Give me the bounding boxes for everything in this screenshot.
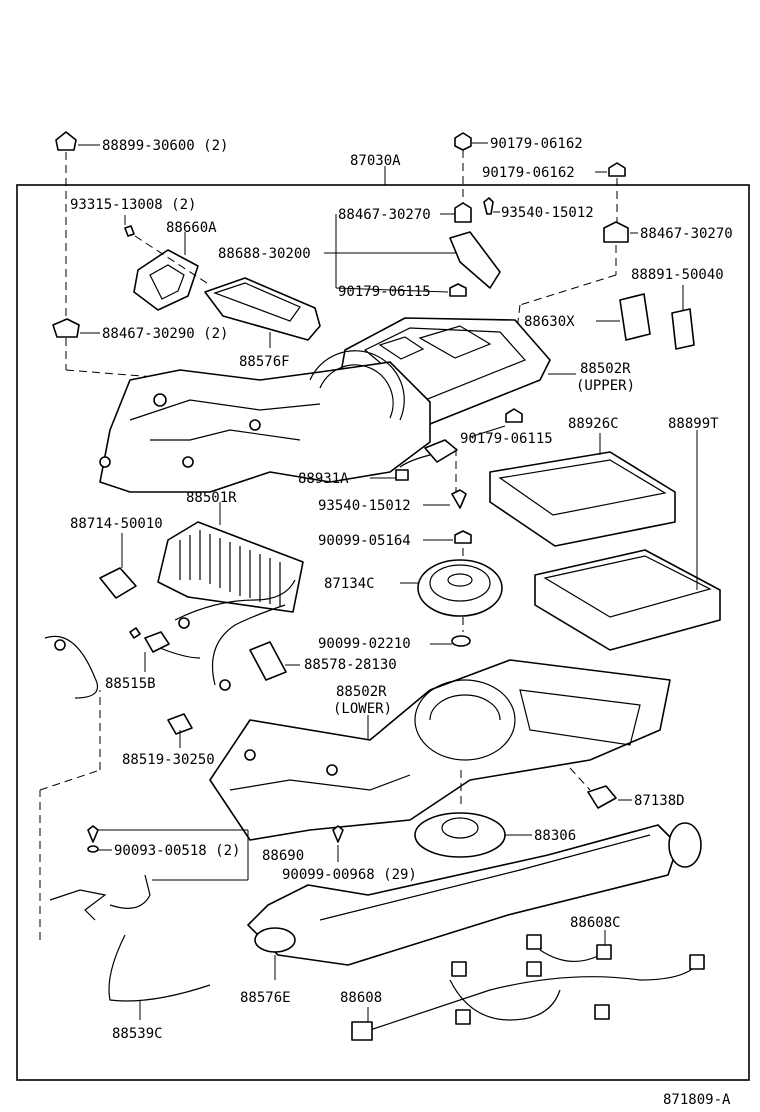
label-88502R-lower-note: (LOWER): [333, 701, 392, 717]
harness-88690-shape: [39, 690, 249, 940]
nut-90179-06115-b-shape: [469, 408, 523, 438]
label-88899T: 88899T: [668, 416, 719, 432]
label-87134C: 87134C: [324, 576, 375, 592]
duct-88576e-shape: [247, 822, 702, 980]
label-88502R-lower: 88502R: [336, 684, 387, 700]
label-figure-code: 871809-A: [663, 1092, 731, 1108]
label-88306: 88306: [534, 828, 576, 844]
label-88467-30270-a: 88467-30270: [338, 207, 431, 223]
label-88714-50010: 88714-50010: [70, 516, 163, 532]
motor-88306-shape: [414, 770, 532, 858]
label-88690: 88690: [262, 848, 304, 864]
seal-88714-shape: [99, 533, 137, 599]
label-88931A: 88931A: [298, 471, 349, 487]
label-88576F: 88576F: [239, 354, 290, 370]
pipe-assembly-shape: [44, 579, 296, 699]
upper-duct-body-shape: [99, 350, 431, 493]
label-88899-30600: 88899-30600 (2): [102, 138, 228, 154]
duct-88576f-shape: [204, 277, 321, 348]
label-88519-30250: 88519-30250: [122, 752, 215, 768]
assembly-frame: [16, 184, 750, 1081]
label-88578-28130: 88578-28130: [304, 657, 397, 673]
actuator-87138d-shape: [569, 767, 632, 809]
label-88502R-upper: 88502R: [580, 361, 631, 377]
label-93540-15012-b: 93540-15012: [318, 498, 411, 514]
lower-case-88502r-shape: [209, 659, 671, 841]
label-88502R-upper-note: (UPPER): [576, 378, 635, 394]
label-93540-15012-a: 93540-15012: [501, 205, 594, 221]
valve-88515b-shape: [129, 627, 201, 672]
label-90099-00968: 90099-00968 (29): [282, 867, 417, 883]
label-88539C: 88539C: [112, 1026, 163, 1042]
label-88608: 88608: [340, 990, 382, 1006]
sensor-88630x-shape: [596, 285, 695, 350]
label-90179-06162-b: 90179-06162: [482, 165, 575, 181]
label-88467-30290: 88467-30290 (2): [102, 326, 228, 342]
tray-88899t-shape: [534, 430, 721, 651]
label-88926C: 88926C: [568, 416, 619, 432]
nut-column-shape: [324, 132, 501, 297]
label-88501R: 88501R: [186, 490, 237, 506]
hose-88539c-shape: [108, 934, 211, 1020]
harness-88608-shape: [351, 930, 705, 1041]
label-90179-06162-a: 90179-06162: [490, 136, 583, 152]
screw-90099-00968-shape: [332, 825, 344, 862]
label-assembly-number: 87030A: [350, 153, 401, 169]
clip-88899-30600-shape: [55, 131, 100, 151]
fan-87134c-shape: [400, 530, 503, 647]
grommet-88467-30290-shape: [52, 318, 100, 338]
label-88688-30200: 88688-30200: [218, 246, 311, 262]
label-90099-05164: 90099-05164: [318, 533, 411, 549]
grommet-88578-shape: [249, 641, 300, 681]
label-88630X: 88630X: [524, 314, 575, 330]
evaporator-88501r-shape: [157, 502, 304, 613]
thermistor-88931a-shape: [370, 439, 458, 492]
filter-88926c-shape: [489, 433, 676, 547]
label-93315-13008: 93315-13008 (2): [70, 197, 196, 213]
label-90179-06115-a: 90179-06115: [338, 284, 431, 300]
label-88515B: 88515B: [105, 676, 156, 692]
clip-88519-shape: [167, 713, 193, 748]
label-88467-30270-b: 88467-30270: [640, 226, 733, 242]
label-88608C: 88608C: [570, 915, 621, 931]
label-88660A: 88660A: [166, 220, 217, 236]
label-90099-02210: 90099-02210: [318, 636, 411, 652]
label-90093-00518: 90093-00518 (2): [114, 843, 240, 859]
screw-93540-b-shape: [423, 489, 467, 509]
label-90179-06115-b: 90179-06115: [460, 431, 553, 447]
label-88891-50040: 88891-50040: [631, 267, 724, 283]
label-88576E: 88576E: [240, 990, 291, 1006]
actuator-88660a-shape: [124, 215, 211, 311]
label-87138D: 87138D: [634, 793, 685, 809]
